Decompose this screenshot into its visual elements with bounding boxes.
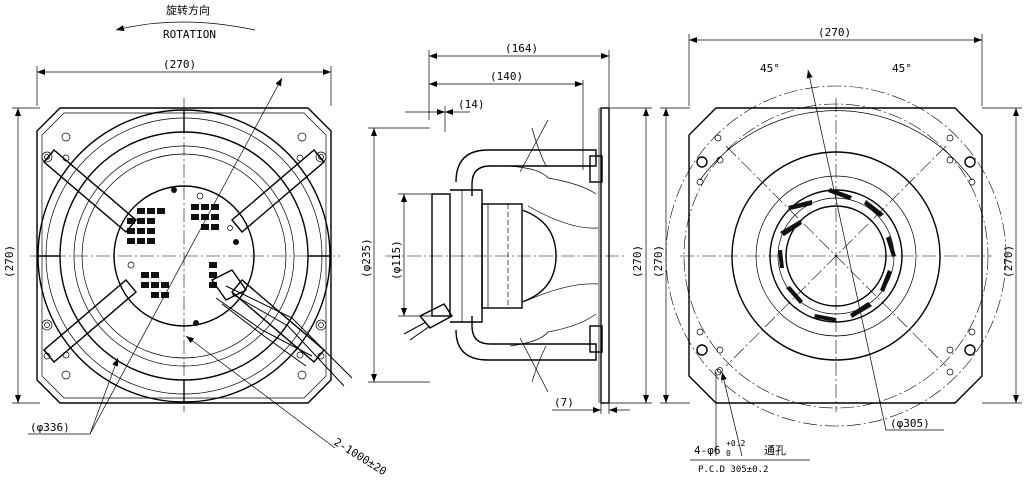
pcd-note: P.C.D 305±0.2 — [698, 465, 768, 475]
rotation-arrow — [115, 21, 256, 31]
motor-hub — [113, 185, 255, 327]
front-view: 旋转方向 ROTATION (270) (270) — [3, 3, 389, 478]
angle-right-label: 45° — [892, 62, 912, 75]
hole-note-suffix: 通孔 — [764, 444, 786, 457]
side-height-dimension: (270) — [631, 245, 644, 278]
rear-height-dimension-left: (270) — [652, 245, 665, 278]
rear-mounting-holes — [696, 134, 976, 376]
depth-14-dimension: (14) — [458, 98, 485, 111]
angle-left-label: 45° — [760, 62, 780, 75]
rear-view: (270) (270) (270) 45° 45° — [652, 26, 1022, 475]
front-housing-outline — [36, 107, 332, 404]
front-cables — [210, 269, 353, 387]
dia-235-dimension: (φ235) — [360, 238, 373, 278]
cable-length-dimension: 2-1000±20 — [331, 436, 388, 479]
rotation-label-cn: 旋转方向 — [166, 3, 210, 17]
impeller-blades — [778, 188, 896, 322]
depth-total-dimension: (164) — [505, 42, 538, 55]
front-width-dimension: (270) — [163, 58, 196, 71]
hole-note: 4-φ6 +0.2 0 通孔 — [694, 439, 786, 458]
side-view: (164) (140) (14) (φ235) (φ115) (270) ( — [360, 42, 652, 414]
rotation-label-en: ROTATION — [163, 28, 216, 41]
flange-thickness-dimension: (7) — [554, 396, 574, 409]
depth-140-dimension: (140) — [490, 70, 523, 83]
rear-housing-outline — [688, 107, 983, 404]
motor-body — [431, 193, 451, 317]
front-diameter-dimension: (φ336) — [30, 421, 70, 434]
dia-115-dimension: (φ115) — [390, 240, 403, 280]
hole-note-tol-lower: 0 — [726, 449, 731, 458]
front-height-dimension: (270) — [3, 245, 16, 278]
hole-note-tol-upper: +0.2 — [726, 439, 745, 448]
dia-305-dimension: (φ305) — [890, 417, 930, 430]
mounting-flange — [600, 107, 610, 404]
angle-arc — [699, 110, 973, 181]
pcd-circle — [683, 103, 989, 409]
hole-note-main: 4-φ6 — [694, 444, 721, 457]
electronics-fins — [127, 204, 219, 298]
front-mounting-holes — [41, 132, 327, 380]
rear-width-dimension: (270) — [818, 26, 851, 39]
rear-height-dimension-right: (270) — [1002, 245, 1015, 278]
